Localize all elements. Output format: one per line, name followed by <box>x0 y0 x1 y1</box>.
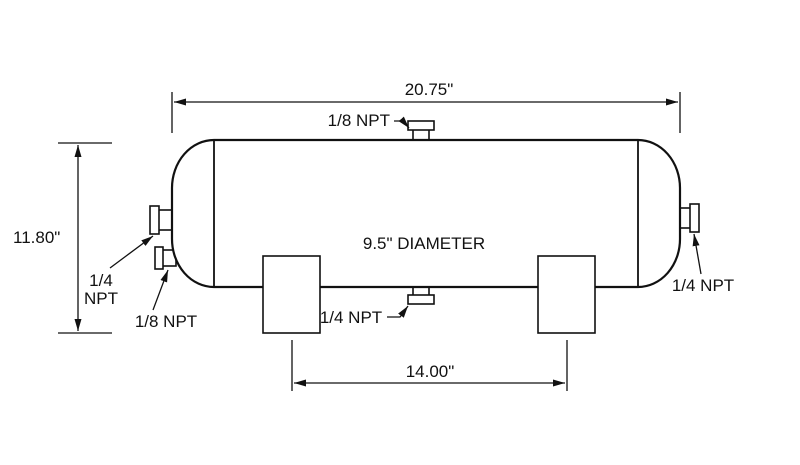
mounting-bracket-left <box>262 255 321 334</box>
top-port-label: 1/8 NPT <box>328 111 390 130</box>
diameter-label: 9.5" DIAMETER <box>363 234 485 253</box>
top-port-leader <box>394 116 410 129</box>
left-lower-port-label: 1/8 NPT <box>135 312 197 331</box>
left-upper-port-label-line2: NPT <box>84 289 118 308</box>
left-upper-port-cap <box>149 205 160 235</box>
bracket-spacing-label: 14.00" <box>406 362 455 381</box>
bottom-port-label: 1/4 NPT <box>320 308 382 327</box>
length-dimension-label: 20.75" <box>405 80 454 99</box>
height-dimension-label: 11.80" <box>13 228 60 247</box>
mounting-bracket-right <box>537 255 596 334</box>
tank-shell <box>170 138 682 289</box>
height-dimension: 11.80" <box>13 142 112 334</box>
bottom-port-leader <box>387 305 409 318</box>
bracket-spacing-dimension: 14.00" <box>291 340 568 391</box>
left-upper-port-leader <box>109 235 154 269</box>
right-port-label: 1/4 NPT <box>672 276 734 295</box>
bottom-port-cap <box>407 294 435 305</box>
left-lower-port-cap <box>154 246 164 270</box>
length-dimension: 20.75" <box>171 80 681 133</box>
right-port-leader <box>692 233 702 275</box>
port-callouts: 1/8 NPT 1/4 NPT 1/8 NPT 1/4 NPT 1/4 NPT <box>84 111 734 331</box>
left-lower-port-leader <box>152 269 169 311</box>
right-port-cap <box>689 203 700 233</box>
tank-body-group: 9.5" DIAMETER <box>149 120 700 334</box>
top-port-cap <box>407 120 435 131</box>
left-upper-port-label-line1: 1/4 <box>89 271 113 290</box>
